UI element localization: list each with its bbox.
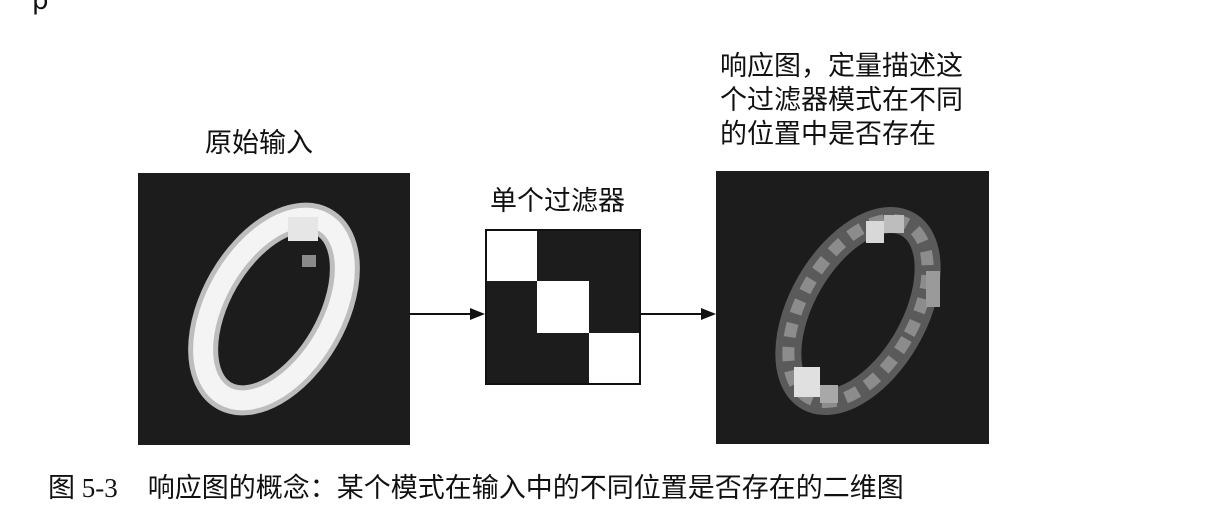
filter-cell xyxy=(537,281,589,333)
response-label-line-3: 的位置中是否存在 xyxy=(720,119,936,150)
filter-border xyxy=(485,229,641,385)
filter-cell xyxy=(589,281,641,333)
figure-number: 图 5-3 xyxy=(48,473,118,503)
input-label: 原始输入 xyxy=(205,128,313,159)
input-digit-image xyxy=(138,173,410,445)
arrow-right-icon xyxy=(641,308,716,320)
filter-cell xyxy=(537,229,589,281)
filter-kernel xyxy=(485,229,641,385)
filter-cell xyxy=(485,229,537,281)
response-map-image xyxy=(716,171,989,444)
response-map-label: 响应图，定量描述这 个过滤器模式在不同 的位置中是否存在 xyxy=(720,50,963,152)
caption-text: 响应图的概念：某个模式在输入中的不同位置是否存在的二维图 xyxy=(147,473,904,504)
cropped-text-fragment: p xyxy=(32,0,49,16)
filter-cell xyxy=(485,281,537,333)
figure-caption: 图 5-3 响应图的概念：某个模式在输入中的不同位置是否存在的二维图 xyxy=(48,470,904,507)
response-label-line-1: 响应图，定量描述这 xyxy=(720,51,963,82)
filter-cell xyxy=(589,333,641,385)
filter-cell xyxy=(589,229,641,281)
filter-label: 单个过滤器 xyxy=(490,186,625,217)
filter-cell xyxy=(537,333,589,385)
arrow-right-icon xyxy=(410,308,485,320)
filter-cell xyxy=(485,333,537,385)
response-label-line-2: 个过滤器模式在不同 xyxy=(720,85,963,116)
